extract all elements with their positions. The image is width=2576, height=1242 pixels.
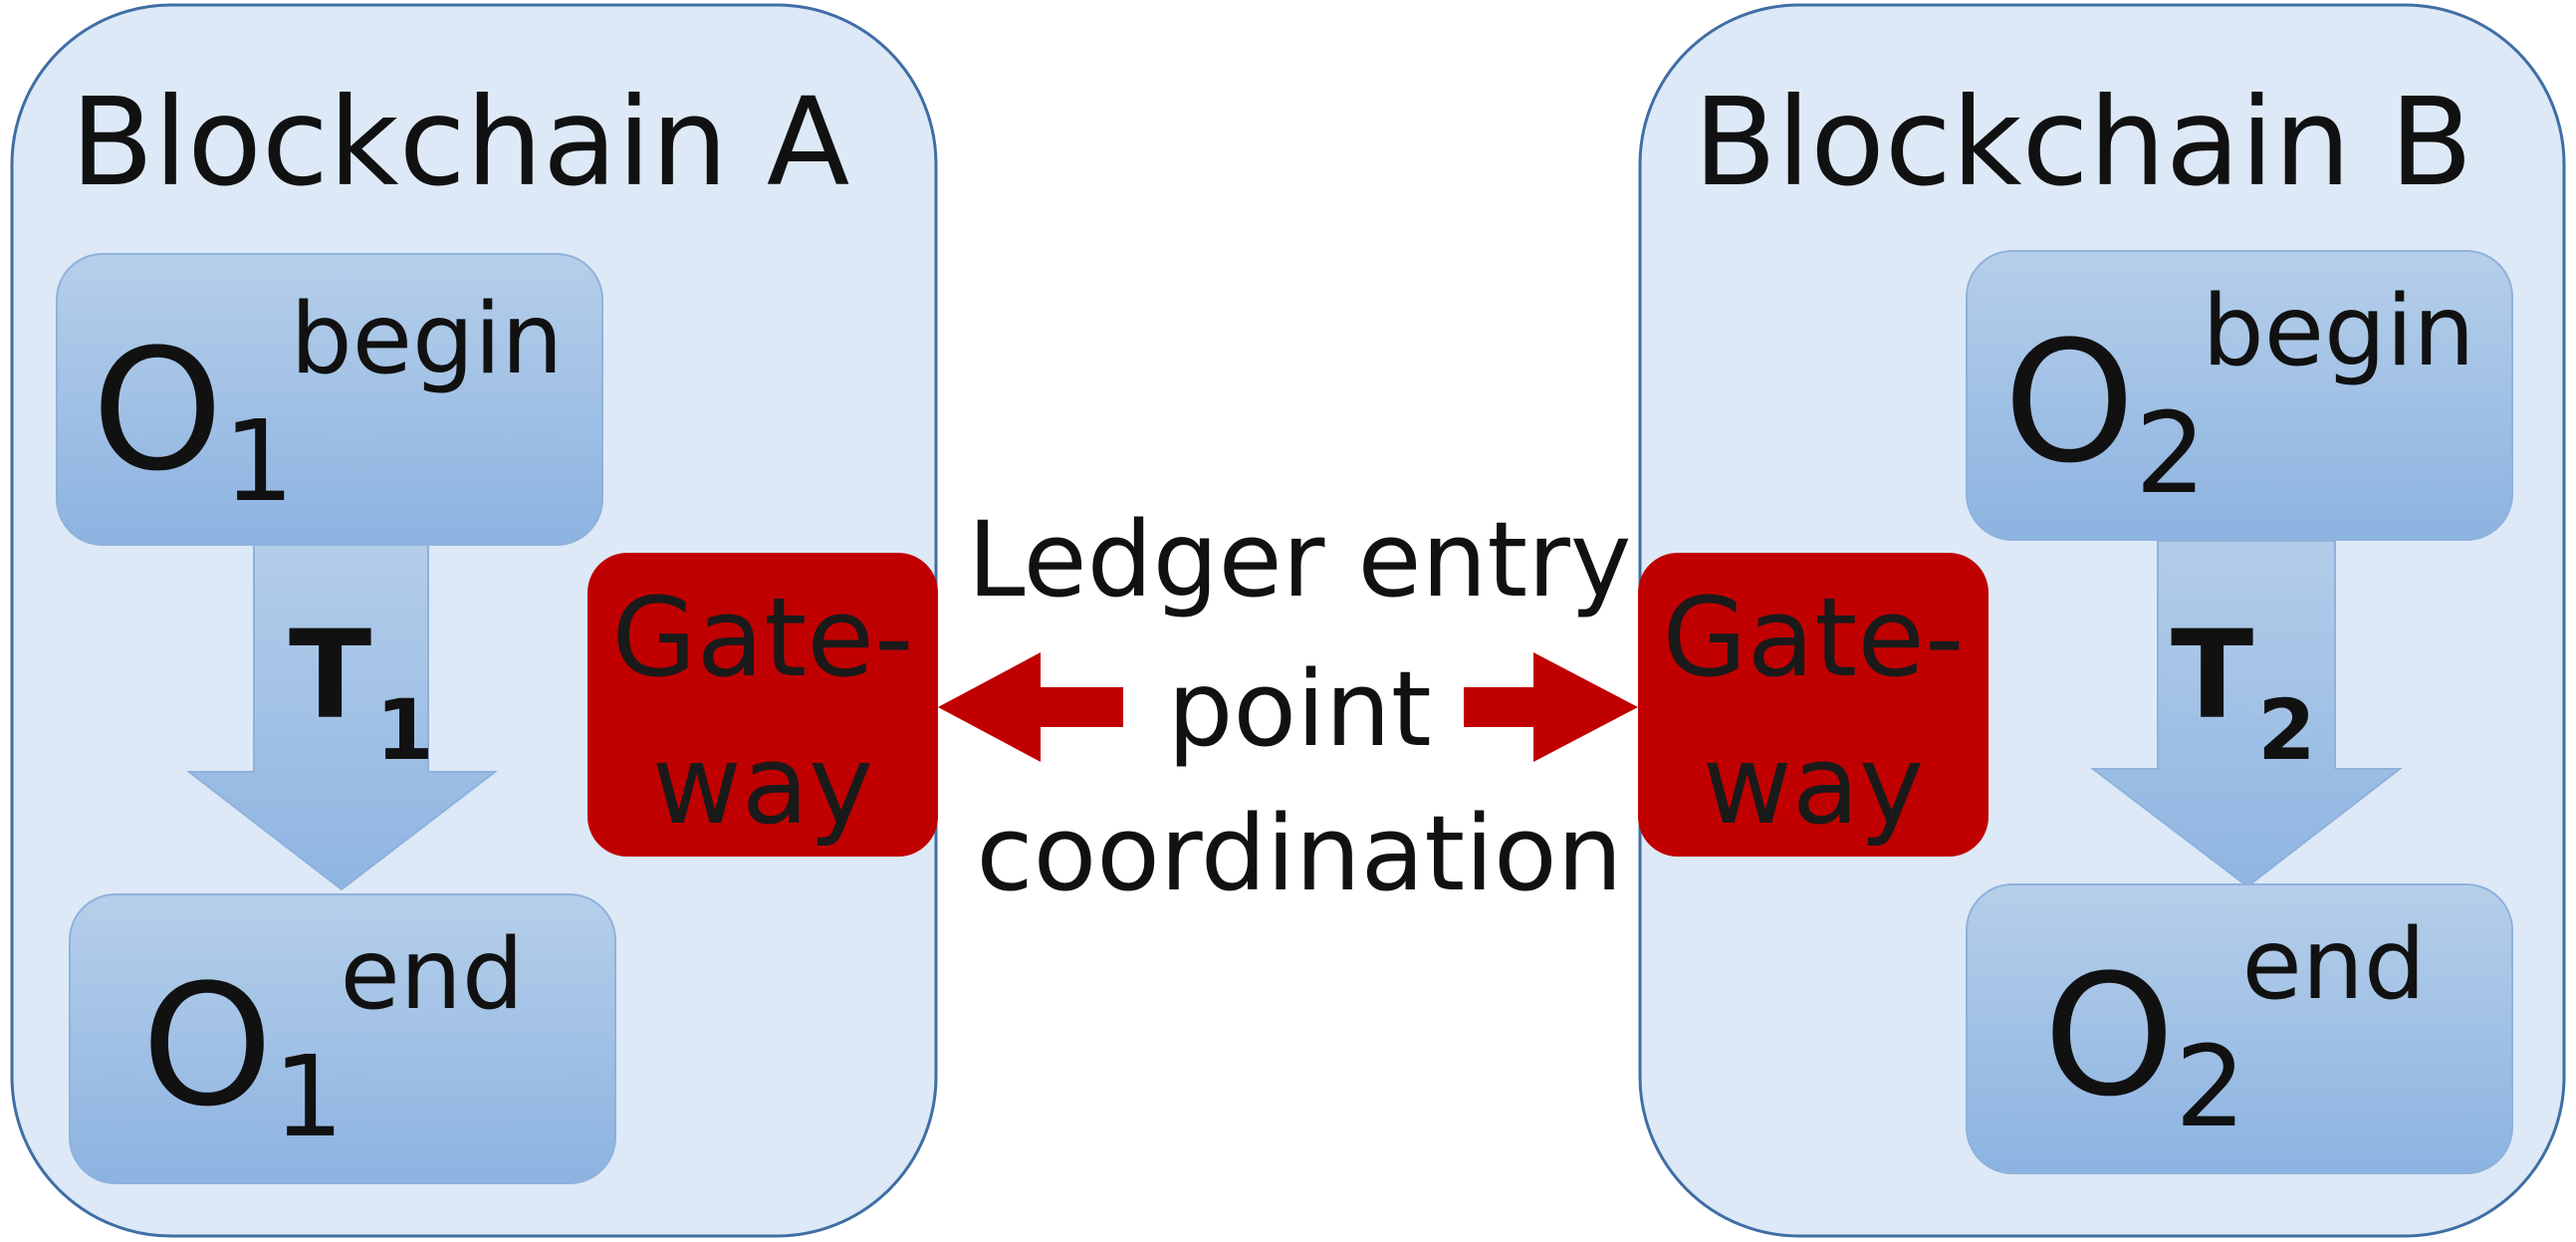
transition-arrow-a: T1 bbox=[186, 542, 498, 891]
blockchain-b-title: Blockchain B bbox=[1694, 72, 2473, 213]
object-end-a: O1end bbox=[69, 893, 616, 1184]
object-end-b-label: O2end bbox=[2043, 908, 2426, 1152]
gateway-b-line1: Gate- bbox=[1662, 574, 1964, 701]
object-begin-a-label: O1begin bbox=[92, 283, 564, 527]
object-begin-b-label: O2begin bbox=[2003, 275, 2475, 519]
transition-label-b: T2 bbox=[2171, 605, 2316, 779]
arrow-left-to-gateway-a bbox=[938, 652, 1123, 762]
coordination-line2: point bbox=[1167, 648, 1431, 770]
transition-label-a: T1 bbox=[289, 605, 434, 779]
object-end-a-label: O1end bbox=[141, 918, 524, 1162]
blockchain-a-container: Blockchain A T1 O1begin O1end Gate- bbox=[10, 3, 938, 1238]
object-end-b: O2end bbox=[1966, 883, 2513, 1174]
gateway-b-line2: way bbox=[1703, 721, 1924, 849]
coordination-line1: Ledger entry bbox=[968, 499, 1632, 621]
gateway-a-line1: Gate- bbox=[611, 574, 913, 701]
blockchain-a-title: Blockchain A bbox=[71, 72, 850, 213]
object-begin-a: O1begin bbox=[56, 253, 603, 546]
blockchain-b-container: Blockchain B T2 O2begin O2end Gate- bbox=[1638, 3, 2566, 1238]
gateway-b: Gate- way bbox=[1638, 553, 1989, 857]
arrow-right-to-gateway-b bbox=[1464, 652, 1638, 762]
coordination-label: Ledger entry point coordination bbox=[968, 499, 1632, 914]
object-begin-b: O2begin bbox=[1966, 250, 2513, 541]
gateway-a-line2: way bbox=[652, 721, 873, 849]
gateway-a: Gate- way bbox=[587, 553, 938, 857]
transition-arrow-b: T2 bbox=[2090, 540, 2403, 888]
coordination-line3: coordination bbox=[976, 793, 1622, 914]
